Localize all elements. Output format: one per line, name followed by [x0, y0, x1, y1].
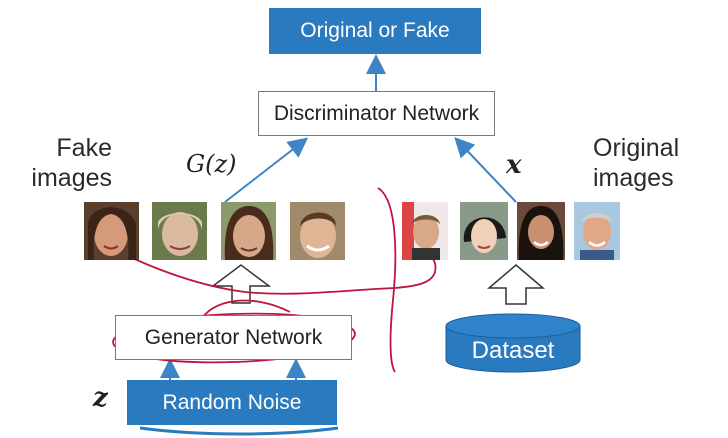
fake-images-label: Fake images [31, 134, 112, 192]
output-label: Original or Fake [300, 19, 450, 42]
gz-label: G(z) [186, 150, 237, 178]
arrow-original-to-discriminator [454, 137, 517, 203]
noise-shadow-line [139, 426, 339, 436]
fake-face-image-1 [84, 202, 139, 260]
x-label: x [506, 150, 522, 180]
original-face-image-4 [574, 202, 620, 260]
original-face-image-2 [460, 202, 508, 260]
z-label: z [93, 383, 108, 413]
dataset-label: Dataset [471, 337, 555, 364]
dataset-cylinder [445, 313, 581, 373]
hollow-arrow-generator-to-fakes [210, 264, 272, 304]
generator-label: Generator Network [144, 325, 323, 349]
discriminator-label: Discriminator Network [273, 101, 480, 125]
handwritten-annotation-strokes [107, 187, 437, 373]
fake-face-image-4 [290, 202, 345, 260]
original-images-label: Original images [593, 134, 680, 192]
discriminator-box: Discriminator Network [258, 91, 495, 136]
hollow-arrow-dataset-to-originals [486, 264, 546, 305]
noise-box: Random Noise [127, 380, 337, 425]
arrow-fake-to-discriminator [224, 137, 309, 203]
output-box: Original or Fake [269, 8, 481, 54]
original-face-image-3 [517, 202, 565, 260]
fake-face-image-3 [221, 202, 276, 260]
generator-box: Generator Network [115, 315, 352, 360]
noise-label: Random Noise [162, 390, 302, 414]
fake-face-image-2 [152, 202, 207, 260]
original-face-image-1 [402, 202, 448, 260]
dataset-label-box: Dataset [446, 334, 580, 368]
